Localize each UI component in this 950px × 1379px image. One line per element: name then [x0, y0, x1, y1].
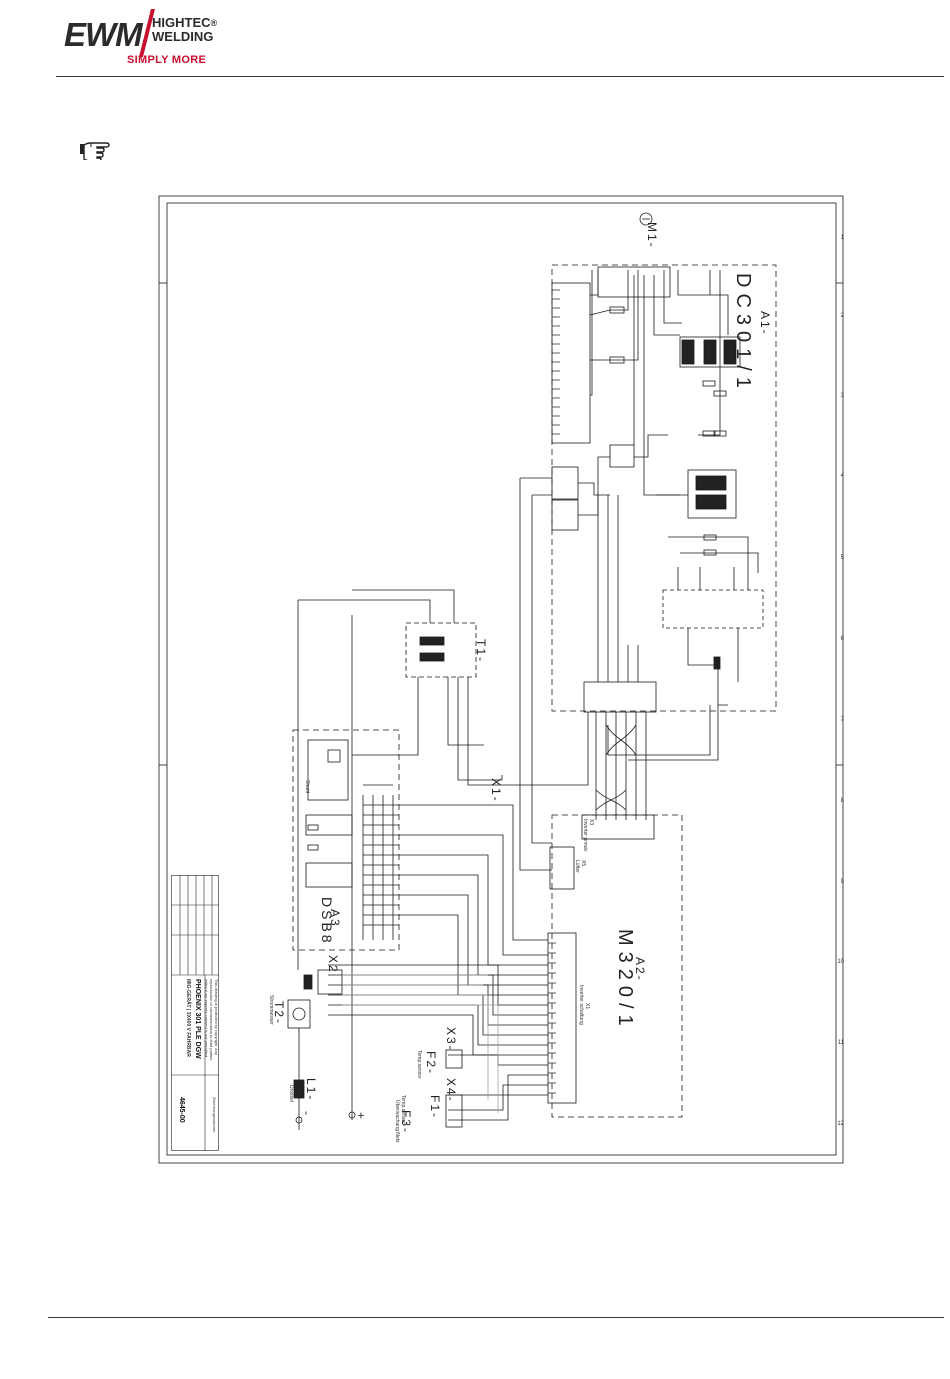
dsb8-ref: A3	[328, 909, 342, 928]
column-number: 6	[840, 636, 844, 642]
drawing-number: 4645-00	[178, 1097, 185, 1123]
registered-mark: ®	[210, 18, 218, 28]
column-number: 10	[837, 959, 844, 965]
drawing-subtitle: MIG-GERÄT | 3X400 V FAHRBAR	[185, 979, 191, 1057]
x3-inverter-label: X3	[588, 819, 594, 826]
column-number: 11	[837, 1040, 844, 1046]
luefter-label: Lüfter	[574, 860, 580, 873]
logo-wordmark: EWM	[64, 16, 143, 53]
shunt-label: Shunt	[304, 780, 310, 794]
x1-label: X1-	[489, 778, 503, 803]
copyright-note: This drawing is protected by copyright. …	[204, 979, 219, 1061]
m320-ref: A2-	[633, 957, 647, 982]
inverter-schaltung-label: Inverter schaltung	[578, 985, 584, 1025]
column-number: 2	[840, 313, 844, 319]
x5-label: X5	[580, 860, 586, 867]
temp-sensor-label-2: Temp.sensor	[400, 1095, 406, 1124]
ewm-logo: EWM HIGHTEC® WELDING SIMPLY MORE	[64, 6, 224, 70]
drawing-number-caption: Zeichnungsnummer	[212, 1097, 217, 1133]
column-number: 8	[840, 798, 844, 804]
x3-label: X3-	[444, 1027, 458, 1052]
title-block: This drawing is protected by copyright. …	[171, 875, 219, 1151]
t1-label: T1-	[474, 639, 488, 663]
dc301-ref: A1-	[758, 311, 772, 336]
header-rule	[56, 76, 944, 77]
minus-terminal-label: -	[300, 1111, 314, 1117]
strommesser-label: Strommesser	[268, 995, 274, 1025]
column-number: 7	[840, 717, 844, 723]
f2-label: F2-	[424, 1051, 438, 1075]
column-number: 12	[837, 1121, 844, 1127]
inverter-primaer-label: Inverter primär	[582, 819, 588, 852]
logo-tagline: SIMPLY MORE	[127, 54, 207, 66]
temp-sensor-label-1: Temp.sensor	[416, 1050, 422, 1079]
x4-label: X4-	[444, 1078, 458, 1103]
column-number: 3	[840, 393, 844, 399]
m1-label: M1-	[645, 222, 659, 249]
f1-label: F1-	[428, 1095, 442, 1119]
plus-terminal-label: +	[354, 1112, 368, 1122]
column-number: 9	[840, 879, 844, 885]
x2-label: X2	[326, 955, 340, 974]
logo-subtitle: HIGHTEC® WELDING	[152, 16, 217, 44]
drawing-title: PHOENIX 301 PLE DGW	[194, 979, 201, 1059]
t2-label: T2-	[272, 1001, 286, 1025]
dc301-module-label: DC301/1	[732, 273, 754, 394]
circuit-schematic: DC301/1 A1- M320/1 A2- DSB8 A3 T1- T2- L…	[158, 195, 844, 1164]
drossel-label: Drossel	[288, 1085, 294, 1102]
column-number: 4	[840, 473, 844, 479]
logo-line-welding: WELDING	[152, 29, 214, 44]
x1-inverter-label: X1	[584, 1003, 590, 1010]
schematic-drawing	[158, 195, 844, 1164]
pointing-hand-icon	[78, 138, 112, 162]
logo-line-hightec: HIGHTEC	[152, 15, 211, 30]
column-number: 1	[840, 235, 844, 241]
footer-rule	[48, 1317, 944, 1318]
column-number: 5	[840, 555, 844, 561]
l1-label: L1-	[304, 1078, 318, 1102]
ueberwachung-label: Überwachung Netz	[394, 1100, 400, 1143]
